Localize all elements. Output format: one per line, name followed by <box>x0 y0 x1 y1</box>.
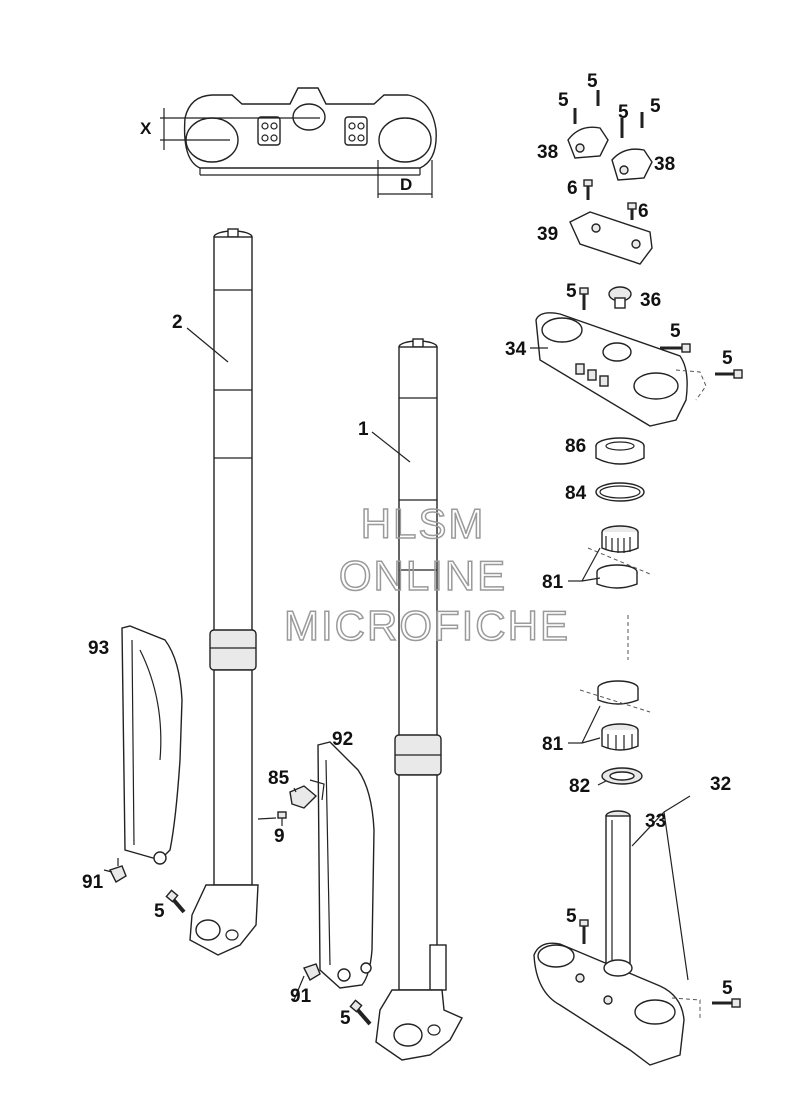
callout-5-bottom-clamp: 5 <box>722 978 733 999</box>
callout-36: 36 <box>640 290 661 311</box>
callout-85: 85 <box>268 768 290 789</box>
callout-38-right: 38 <box>654 154 675 175</box>
leader-lines <box>103 327 691 1001</box>
callout-93: 93 <box>88 638 109 659</box>
handlebar-clamp-assembly <box>567 90 653 265</box>
callout-5-stem: 5 <box>566 906 577 927</box>
watermark: HLSM ONLINE MICROFICHE <box>283 499 570 650</box>
watermark-line-3: MICROFICHE <box>284 602 570 649</box>
small-hardware-left <box>109 779 372 1026</box>
callout-9: 9 <box>274 826 285 847</box>
callout-84: 84 <box>565 483 587 504</box>
callout-1: 1 <box>358 419 369 440</box>
callout-32: 32 <box>710 774 731 795</box>
callout-6-left: 6 <box>567 178 578 199</box>
watermark-line-1: HLSM <box>361 500 486 547</box>
fork-guard-93 <box>121 625 183 865</box>
callout-5-top-2: 5 <box>558 90 569 111</box>
callout-5-left: 5 <box>154 901 165 922</box>
callout-5-clamp: 5 <box>566 281 577 302</box>
callout-91-center: 91 <box>290 986 312 1007</box>
callout-91-left: 91 <box>82 872 104 893</box>
callout-39: 39 <box>537 224 558 245</box>
bearing-stack <box>579 437 651 785</box>
dimension-d-label: D <box>400 175 412 194</box>
dimension-x-label: X <box>140 119 152 138</box>
callout-82: 82 <box>569 776 590 797</box>
callout-5-center: 5 <box>340 1008 351 1029</box>
callout-labels: 2 1 93 92 85 9 91 5 91 5 5 5 5 5 38 38 6… <box>82 71 733 1029</box>
fork-leg-1 <box>375 338 463 1061</box>
fork-leg-2 <box>189 228 259 956</box>
steering-stem-32 <box>533 810 741 1066</box>
callout-5-clamp-bolt-1: 5 <box>670 321 681 342</box>
callout-5-top-3: 5 <box>618 102 629 123</box>
callout-2: 2 <box>172 312 183 333</box>
fork-guard-92 <box>317 741 375 989</box>
callout-38-left: 38 <box>537 142 558 163</box>
callout-92: 92 <box>332 729 353 750</box>
callout-33: 33 <box>645 811 666 832</box>
callout-5-top-4: 5 <box>650 96 661 117</box>
callout-5-top-1: 5 <box>587 71 598 92</box>
top-triple-clamp-detail: X D <box>140 87 437 198</box>
callout-81-upper: 81 <box>542 572 564 593</box>
watermark-line-2: ONLINE <box>339 552 507 599</box>
callout-86: 86 <box>565 436 586 457</box>
callout-5-clamp-bolt-2: 5 <box>722 348 733 369</box>
callout-81-lower: 81 <box>542 734 564 755</box>
callout-34: 34 <box>505 339 527 360</box>
top-triple-clamp-34 <box>535 286 743 427</box>
callout-6-right: 6 <box>638 201 649 222</box>
